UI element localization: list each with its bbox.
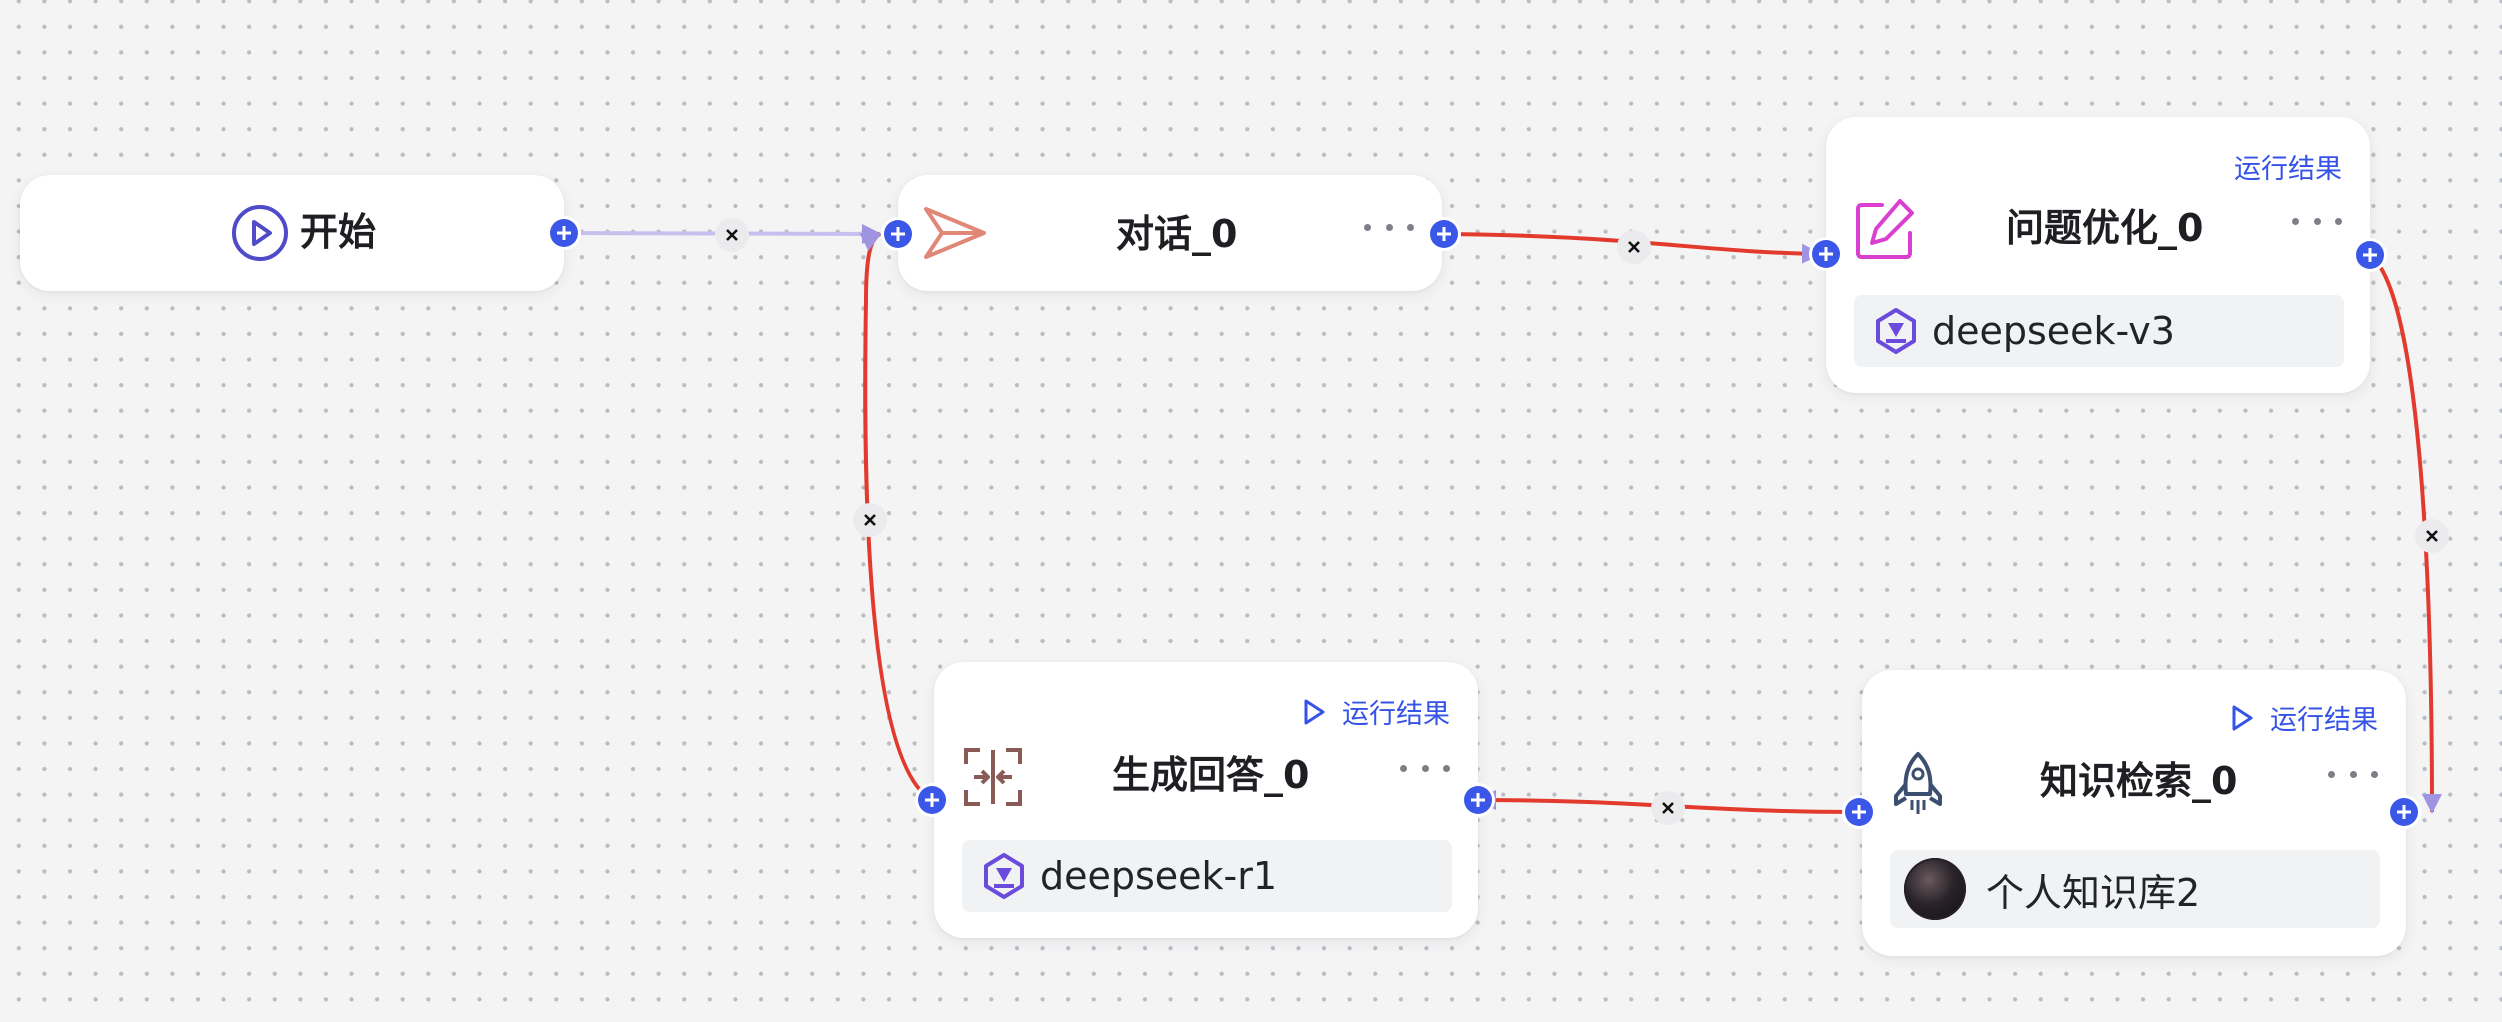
delete-edge-button[interactable] <box>853 503 887 537</box>
node-title: 开始 <box>300 210 377 254</box>
play-icon <box>2232 705 2253 730</box>
run-result-link[interactable]: 运行结果 <box>1302 692 1450 731</box>
model-chip[interactable]: deepseek-v3 <box>1854 295 2344 367</box>
node-chat[interactable]: 对话_0 <box>898 175 1442 291</box>
send-icon <box>924 207 986 259</box>
run-result-label: 运行结果 <box>2234 154 2342 185</box>
avatar <box>1904 858 1966 920</box>
more-options-button[interactable] <box>2292 211 2342 231</box>
close-icon <box>2426 530 2438 542</box>
node-question-optimize[interactable]: 运行结果 问题优化_0 deepseek-v3 <box>1826 117 2370 393</box>
node-knowledge-retrieval[interactable]: 运行结果 知识检索_0 个人知识库2 <box>1862 670 2406 956</box>
node-title: 对话_0 <box>1116 212 1238 256</box>
run-result-link[interactable]: 运行结果 <box>2234 147 2342 186</box>
node-generate-answer[interactable]: 运行结果 生成回答_0 deepseek-r1 <box>934 662 1478 938</box>
play-icon <box>1304 699 1325 724</box>
play-circle-icon <box>232 205 288 261</box>
rocket-icon <box>1894 752 1942 814</box>
close-icon <box>864 514 876 526</box>
more-options-button[interactable] <box>2328 764 2378 784</box>
close-icon <box>1662 802 1674 814</box>
output-handle-optimize[interactable] <box>2356 241 2384 269</box>
close-icon <box>1628 241 1640 253</box>
run-result-label: 运行结果 <box>2270 705 2378 736</box>
node-start[interactable]: 开始 <box>20 175 564 291</box>
close-icon <box>726 229 738 241</box>
output-handle-retrieval[interactable] <box>2390 798 2418 826</box>
model-name: deepseek-v3 <box>1932 309 2175 353</box>
model-logo-icon <box>984 853 1024 899</box>
model-chip[interactable]: deepseek-r1 <box>962 840 1452 912</box>
merge-icon <box>964 748 1022 806</box>
input-handle-chat[interactable] <box>884 220 912 248</box>
model-name: deepseek-r1 <box>1040 854 1278 898</box>
input-handle-retrieval[interactable] <box>1845 798 1873 826</box>
node-title: 生成回答_0 <box>1112 753 1310 797</box>
delete-edge-button[interactable] <box>1617 230 1651 264</box>
input-handle-optimize[interactable] <box>1812 240 1840 268</box>
node-title: 知识检索_0 <box>2040 759 2238 803</box>
more-options-button[interactable] <box>1364 217 1414 237</box>
edit-icon <box>1856 199 1914 259</box>
delete-edge-button[interactable] <box>2415 519 2449 553</box>
output-handle-chat[interactable] <box>1430 220 1458 248</box>
node-title: 问题优化_0 <box>2006 206 2204 250</box>
run-result-label: 运行结果 <box>1342 699 1450 730</box>
model-logo-icon <box>1876 308 1916 354</box>
run-result-link[interactable]: 运行结果 <box>2230 698 2378 737</box>
knowledge-base-name: 个人知识库2 <box>1986 870 2201 915</box>
knowledge-base-chip[interactable]: 个人知识库2 <box>1890 850 2380 928</box>
more-options-button[interactable] <box>1400 758 1450 778</box>
delete-edge-button[interactable] <box>1651 791 1685 825</box>
output-handle-answer[interactable] <box>1464 786 1492 814</box>
output-handle-start[interactable] <box>550 219 578 247</box>
input-handle-answer[interactable] <box>918 786 946 814</box>
delete-edge-button[interactable] <box>715 218 749 252</box>
